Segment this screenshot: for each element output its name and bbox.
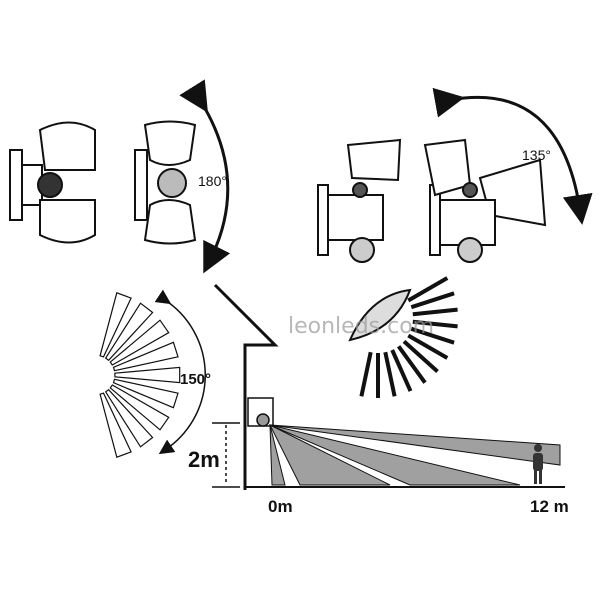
detection-beam — [99, 392, 132, 458]
lens-ray — [407, 276, 449, 303]
lens-ray — [402, 339, 439, 373]
lens-ray — [383, 351, 397, 397]
label-135: 135° — [522, 147, 551, 163]
detection-beam — [114, 366, 181, 384]
detection-beam — [104, 388, 154, 448]
lens-ray — [412, 307, 458, 317]
label-180: 180° — [198, 173, 227, 189]
lamp-side-view — [9, 121, 96, 244]
detection-zones-side — [268, 423, 561, 486]
label-range-end: 12 m — [530, 497, 569, 516]
label-150: 150° — [180, 371, 211, 388]
rotation-arrow-180 — [179, 79, 231, 274]
label-height: 2m — [188, 447, 220, 472]
angle-arc-150 — [154, 289, 206, 455]
height-dimension — [212, 422, 240, 488]
lens-ray — [410, 291, 455, 310]
rotation-arrow-135 — [432, 87, 593, 225]
lens-ray — [407, 333, 449, 360]
detection-beam — [99, 292, 132, 358]
house-wall — [213, 283, 279, 490]
lens-ray — [396, 345, 427, 384]
label-range-start: 0m — [268, 497, 293, 516]
lamp-tilt-view-1 — [317, 138, 402, 263]
person-icon — [533, 444, 543, 484]
watermark: leonleds.com — [288, 314, 434, 339]
lens-ray — [412, 319, 458, 329]
lens-ray — [390, 349, 413, 392]
lamp-front-view — [134, 120, 197, 245]
mounted-sensor-light — [247, 397, 274, 427]
detection-fan-top-view — [99, 292, 181, 458]
sensor-lens-icon — [348, 276, 458, 398]
lens-ray — [359, 351, 373, 397]
lens-ray — [410, 326, 455, 345]
detection-beam — [104, 302, 154, 362]
